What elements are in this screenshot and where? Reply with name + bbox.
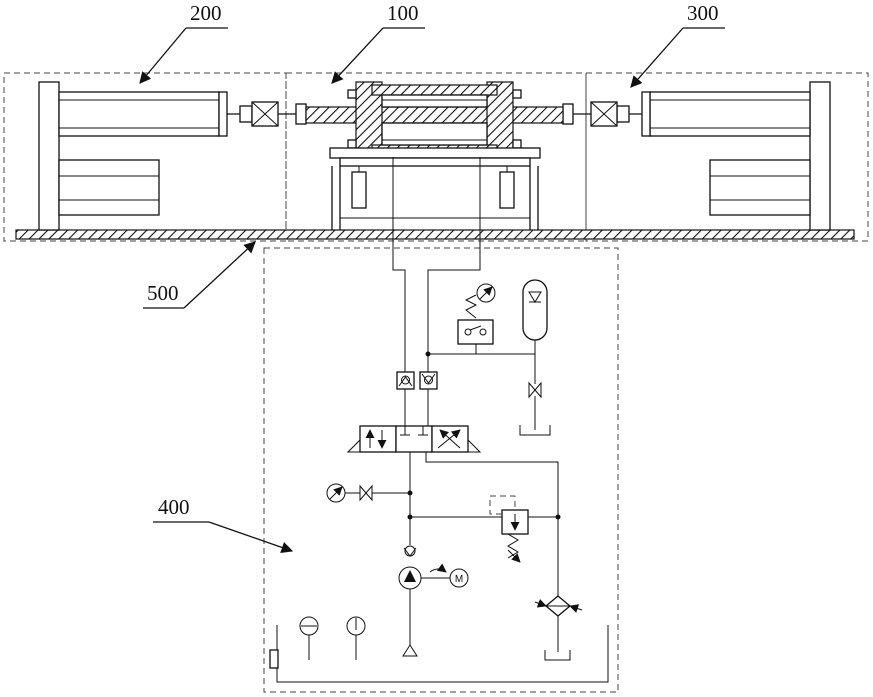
return-filter xyxy=(535,596,582,660)
right-cylinder-assembly xyxy=(563,82,830,230)
pressure-switch xyxy=(458,284,495,354)
system-pressure-gauge xyxy=(327,484,386,502)
callout-300: 300 xyxy=(687,1,719,25)
check-valves xyxy=(397,372,437,426)
accumulator-branch xyxy=(426,280,551,435)
callout-400: 400 xyxy=(158,495,190,519)
callout-200: 200 xyxy=(190,1,222,25)
pump-motor-unit: M xyxy=(399,546,468,656)
motor-symbol-text: M xyxy=(455,574,463,585)
relief-valve xyxy=(490,496,528,562)
left-cylinder-assembly xyxy=(39,82,306,230)
oil-tank xyxy=(270,617,608,682)
directional-valve xyxy=(348,426,480,452)
center-test-fixture xyxy=(306,82,563,230)
callout-100: 100 xyxy=(387,1,419,25)
base-rail xyxy=(16,230,854,239)
callout-500: 500 xyxy=(147,281,179,305)
module-400-boundary xyxy=(264,248,618,692)
